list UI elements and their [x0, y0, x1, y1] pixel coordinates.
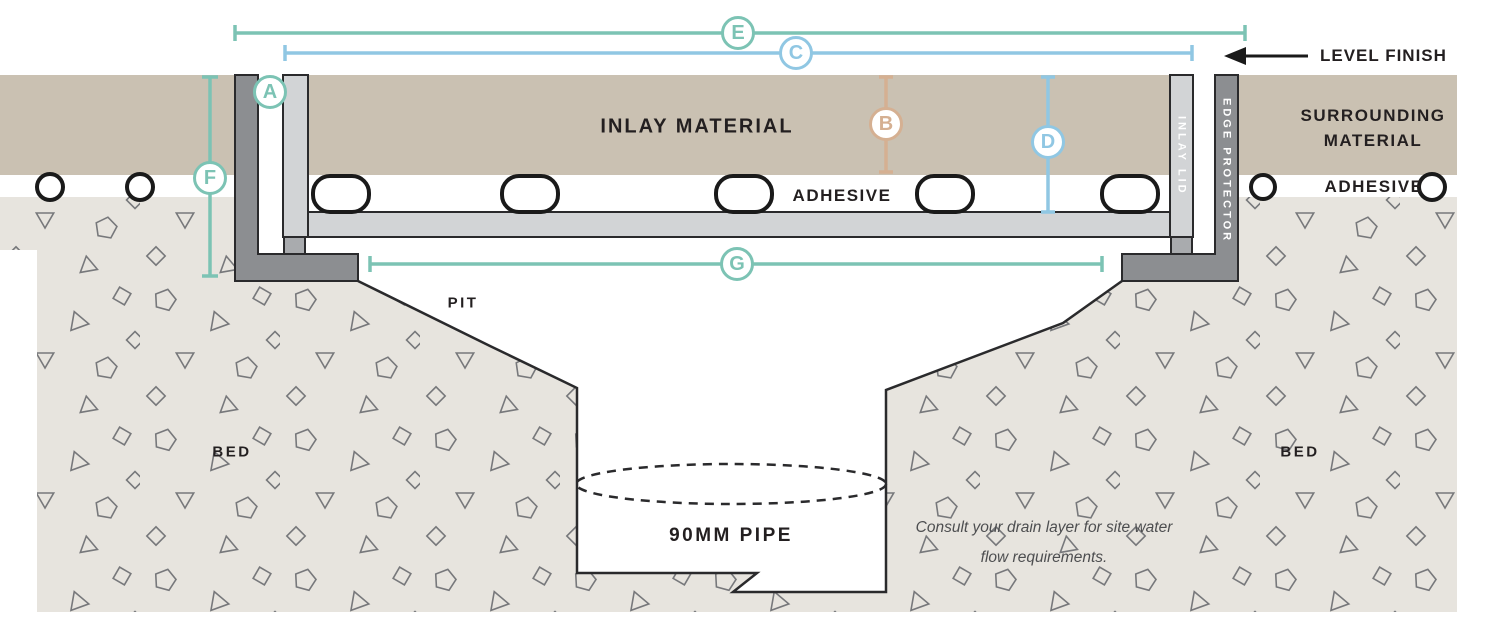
note-line1: Consult your drain layer for site water — [915, 519, 1173, 536]
surrounding-material-label: SURROUNDING MATERIAL — [1301, 103, 1446, 153]
marker-b: B — [869, 107, 903, 141]
marker-c-letter: C — [788, 41, 804, 64]
right-margin — [1457, 70, 1500, 634]
surrounding-line1: SURROUNDING — [1300, 106, 1446, 125]
inlay-material-block — [308, 75, 1170, 175]
left-margin — [0, 250, 37, 634]
marker-g-letter: G — [729, 252, 745, 275]
edge-protector-right — [1121, 74, 1239, 282]
marker-c: C — [779, 36, 813, 70]
adhesive-dollop — [915, 174, 975, 214]
adhesive-dot — [125, 172, 155, 202]
pipe-label: 90MM PIPE — [669, 525, 793, 546]
inlay-material-label: INLAY MATERIAL — [600, 115, 794, 138]
pit-cavity — [235, 195, 1238, 592]
level-finish-label: LEVEL FINISH — [1320, 46, 1447, 65]
drain-layer-note: Consult your drain layer for site water … — [916, 513, 1173, 573]
surrounding-material-right — [1238, 75, 1457, 175]
adhesive-dollop — [311, 174, 371, 214]
marker-g: G — [720, 247, 754, 281]
adhesive-dot — [1249, 173, 1277, 201]
marker-a-letter: A — [262, 80, 278, 103]
adhesive-dot — [1417, 172, 1447, 202]
bottom-margin — [0, 612, 1500, 634]
edge-protector-left — [234, 74, 359, 282]
surrounding-material-left — [0, 75, 235, 175]
marker-e: E — [721, 16, 755, 50]
bed-label-left: BED — [212, 443, 252, 461]
marker-d: D — [1031, 125, 1065, 159]
surrounding-line2: MATERIAL — [1323, 131, 1423, 150]
adhesive-dollop — [1100, 174, 1160, 214]
marker-f: F — [193, 161, 227, 195]
level-finish-arrow-head — [1224, 47, 1246, 65]
marker-e-letter: E — [731, 21, 745, 44]
adhesive-dollop — [500, 174, 560, 214]
marker-d-letter: D — [1040, 130, 1056, 153]
pit-label: PIT — [447, 294, 479, 312]
dimension-line-c — [283, 45, 1194, 61]
bed-label-right: BED — [1280, 443, 1320, 461]
pit-outline — [357, 279, 1123, 594]
pipe-opening — [574, 462, 888, 506]
adhesive-dot — [35, 172, 65, 202]
lid-foot-left — [283, 236, 306, 255]
marker-b-letter: B — [878, 112, 894, 135]
edge-protector-label: EDGE PROTECTOR — [1220, 97, 1233, 244]
inlay-lid-wall-left — [282, 74, 309, 238]
adhesive-dollop — [714, 174, 774, 214]
note-line2: flow requirements. — [980, 549, 1108, 566]
inlay-lid-label: INLAY LID — [1175, 115, 1188, 196]
adhesive-label-right: ADHESIVE — [1324, 177, 1424, 196]
marker-a: A — [253, 75, 287, 109]
inlay-lid-floor — [282, 211, 1194, 238]
adhesive-label-left: ADHESIVE — [792, 186, 892, 205]
lid-foot-right — [1170, 236, 1193, 255]
marker-f-letter: F — [203, 166, 217, 189]
